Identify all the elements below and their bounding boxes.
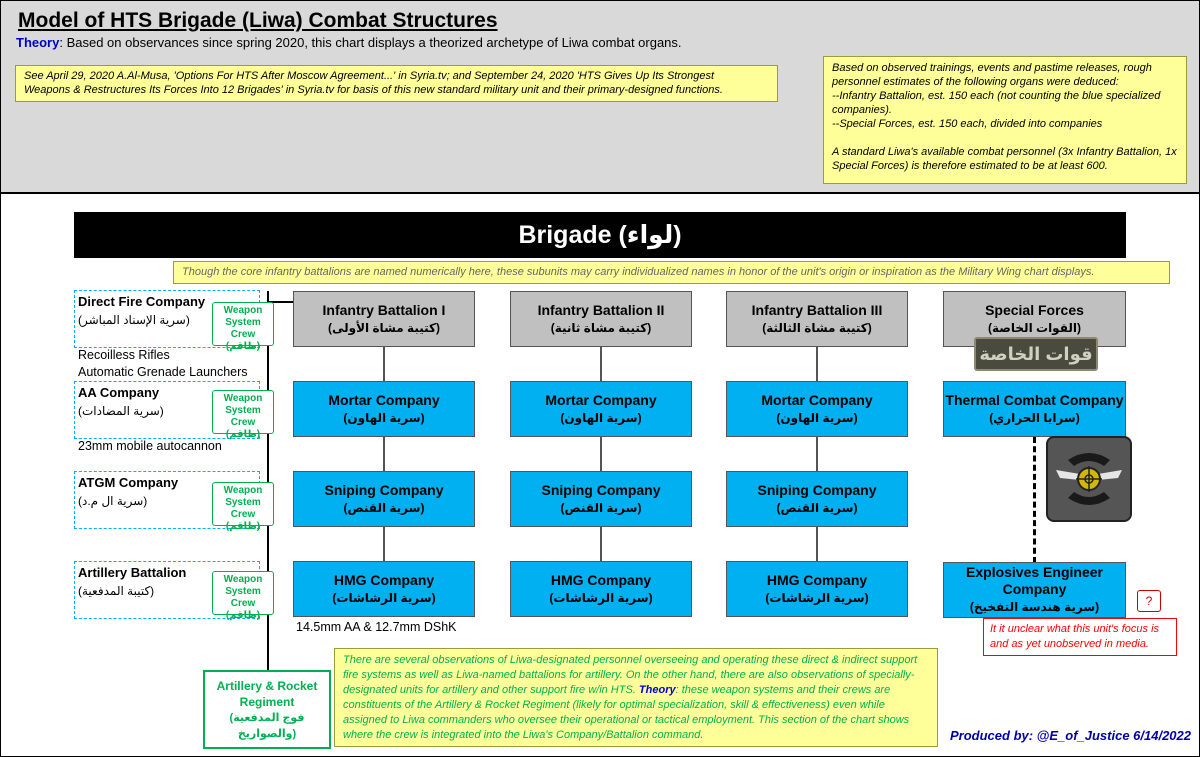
explosives-engineer-company: Explosives Engineer Company (سرية هندسة … xyxy=(943,562,1126,618)
battalion-2-hmg-company: HMG Company (سرية الرشاشات) xyxy=(510,561,692,617)
question-badge: ? xyxy=(1137,590,1161,612)
direct-fire-crew-box: Weapon System Crew (طاقم) xyxy=(212,302,274,352)
artillery-battalion-name: Artillery Battalion xyxy=(78,565,187,580)
atgm-company-arabic: (سرية ال م.د) xyxy=(78,494,148,508)
explosives-engineer-name: Explosives Engineer Company xyxy=(966,564,1103,597)
infantry-battalion-1-box: Infantry Battalion I (كتيبة مشاة الأولى) xyxy=(293,291,475,347)
battalion-2-connector xyxy=(600,347,602,593)
aa-weapon-1: 23mm mobile autocannon xyxy=(78,439,222,453)
thermal-combat-name: Thermal Combat Company xyxy=(945,392,1124,408)
infantry-battalion-1-arabic: (كتيبة مشاة الأولى) xyxy=(327,321,440,335)
battalion-1-hmg-arabic: (سرية الرشاشات) xyxy=(332,591,436,605)
direct-fire-weapon-2: Automatic Grenade Launchers xyxy=(78,365,248,379)
brigade-title: Brigade (لواء) xyxy=(518,221,682,249)
battalion-3-connector xyxy=(816,347,818,593)
infantry-battalion-1-name: Infantry Battalion I xyxy=(322,302,446,318)
page-title: Model of HTS Brigade (Liwa) Combat Struc… xyxy=(18,9,498,32)
theory-note-part-2: : these weapon systems and their crews a… xyxy=(343,684,910,741)
theory-text: : Based on observances since spring 2020… xyxy=(59,35,682,50)
aa-company-name: AA Company xyxy=(78,385,160,400)
infantry-battalion-2-arabic: (كتيبة مشاة ثانية) xyxy=(550,321,652,335)
unclear-unit-note: It it unclear what this unit's focus is … xyxy=(983,618,1177,656)
brigade-title-bar: Brigade (لواء) xyxy=(74,212,1126,258)
battalion-2-sniping-company: Sniping Company (سرية القنص) xyxy=(510,471,692,527)
infantry-battalion-2-box: Infantry Battalion II (كتيبة مشاة ثانية) xyxy=(510,291,692,347)
support-to-battalion-line xyxy=(267,301,294,303)
estimates-special-forces: --Special Forces, est. 150 each, divided… xyxy=(832,118,1103,130)
direct-fire-company-name: Direct Fire Company xyxy=(78,294,206,309)
battalion-3-hmg-company: HMG Company (سرية الرشاشات) xyxy=(726,561,908,617)
theory-note-label: Theory xyxy=(638,684,676,696)
direct-fire-weapon-1: Recoilless Rifles xyxy=(78,348,170,362)
special-forces-name: Special Forces xyxy=(985,302,1084,318)
battalion-3-mortar-name: Mortar Company xyxy=(761,392,873,408)
support-connector-line xyxy=(267,291,269,671)
estimates-intro: Based on observed trainings, events and … xyxy=(832,62,1152,88)
atgm-company-name: ATGM Company xyxy=(78,475,179,490)
direct-fire-company-arabic: (سرية الإسناد المباشر) xyxy=(78,313,190,327)
infantry-battalion-2-name: Infantry Battalion II xyxy=(537,302,665,318)
special-forces-dashed-connector xyxy=(1033,437,1036,563)
sources-note-line-2: Weapons & Restructures Its Forces Into 1… xyxy=(24,84,723,96)
battalion-3-sniping-arabic: (سرية القنص) xyxy=(776,501,858,515)
estimates-note: Based on observed trainings, events and … xyxy=(823,56,1187,184)
infantry-battalion-3-box: Infantry Battalion III (كتيبة مشاة الثال… xyxy=(726,291,908,347)
aa-company-arabic: (سرية المضادات) xyxy=(78,404,164,418)
thermal-combat-insignia xyxy=(1046,436,1132,522)
battalion-1-sniping-name: Sniping Company xyxy=(324,482,444,498)
battalion-2-mortar-name: Mortar Company xyxy=(545,392,657,408)
theory-line: Theory: Based on observances since sprin… xyxy=(16,35,682,50)
credit-line: Produced by: @E_of_Justice 6/14/2022 xyxy=(950,728,1192,743)
battalion-3-hmg-name: HMG Company xyxy=(766,572,868,588)
battalion-1-mortar-name: Mortar Company xyxy=(328,392,440,408)
artillery-crew-box: Weapon System Crew (طاقم) xyxy=(212,571,274,621)
special-forces-arabic: (القوات الخاصة) xyxy=(988,321,1081,335)
hmg-weapons-note: 14.5mm AA & 12.7mm DShK xyxy=(296,620,457,634)
battalion-1-mortar-arabic: (سرية الهاون) xyxy=(343,411,425,425)
battalion-1-sniping-company: Sniping Company (سرية القنص) xyxy=(293,471,475,527)
battalion-2-hmg-arabic: (سرية الرشاشات) xyxy=(549,591,653,605)
battalion-1-hmg-name: HMG Company xyxy=(333,572,435,588)
sources-note: See April 29, 2020 A.Al-Musa, 'Options F… xyxy=(15,65,778,102)
regiment-arabic: (فوج المدفعية والصواريخ) xyxy=(229,711,305,740)
artillery-battalion-arabic: (كتيبة المدفعية) xyxy=(78,584,155,598)
battalion-3-mortar-company: Mortar Company (سرية الهاون) xyxy=(726,381,908,437)
battalion-3-sniping-company: Sniping Company (سرية القنص) xyxy=(726,471,908,527)
special-forces-patch-text: قوات الخاصة xyxy=(979,343,1093,364)
battalion-3-hmg-arabic: (سرية الرشاشات) xyxy=(765,591,869,605)
battalion-2-mortar-arabic: (سرية الهاون) xyxy=(560,411,642,425)
battalion-2-hmg-name: HMG Company xyxy=(550,572,652,588)
battalion-3-mortar-arabic: (سرية الهاون) xyxy=(776,411,858,425)
battalion-2-mortar-company: Mortar Company (سرية الهاون) xyxy=(510,381,692,437)
theory-label: Theory xyxy=(16,35,60,50)
regiment-name: Artillery & Rocket Regiment xyxy=(216,678,318,709)
battalion-2-sniping-name: Sniping Company xyxy=(541,482,661,498)
battalion-1-connector xyxy=(383,347,385,593)
thermal-combat-company: Thermal Combat Company (سرايا الحراري) xyxy=(943,381,1126,437)
battalion-1-hmg-company: HMG Company (سرية الرشاشات) xyxy=(293,561,475,617)
battalion-2-sniping-arabic: (سرية القنص) xyxy=(560,501,642,515)
theory-note: There are several observations of Liwa-d… xyxy=(334,648,938,747)
estimates-infantry: --Infantry Battalion, est. 150 each (not… xyxy=(832,90,1161,116)
artillery-rocket-regiment-box: Artillery & Rocket Regiment (فوج المدفعي… xyxy=(203,670,331,749)
theory-note-part-1: There are several observations of Liwa-d… xyxy=(343,654,918,696)
infantry-battalion-3-name: Infantry Battalion III xyxy=(751,302,883,318)
explosives-engineer-arabic: (سرية هندسة التفخيخ) xyxy=(969,600,1100,614)
sources-note-line-1: See April 29, 2020 A.Al-Musa, 'Options F… xyxy=(24,70,715,82)
infantry-battalion-3-arabic: (كتيبة مشاة الثالثة) xyxy=(762,321,872,335)
atgm-crew-box: Weapon System Crew (طاقم) xyxy=(212,482,274,532)
subunits-note: Though the core infantry battalions are … xyxy=(173,261,1170,284)
special-forces-patch: قوات الخاصة xyxy=(974,337,1098,371)
battalion-1-sniping-arabic: (سرية القنص) xyxy=(343,501,425,515)
crosshair-wings-icon xyxy=(1056,453,1122,505)
estimates-total: A standard Liwa's available combat perso… xyxy=(832,146,1177,172)
thermal-combat-arabic: (سرايا الحراري) xyxy=(989,411,1080,425)
aa-crew-box: Weapon System Crew (طاقم) xyxy=(212,390,274,440)
battalion-3-sniping-name: Sniping Company xyxy=(757,482,877,498)
battalion-1-mortar-company: Mortar Company (سرية الهاون) xyxy=(293,381,475,437)
